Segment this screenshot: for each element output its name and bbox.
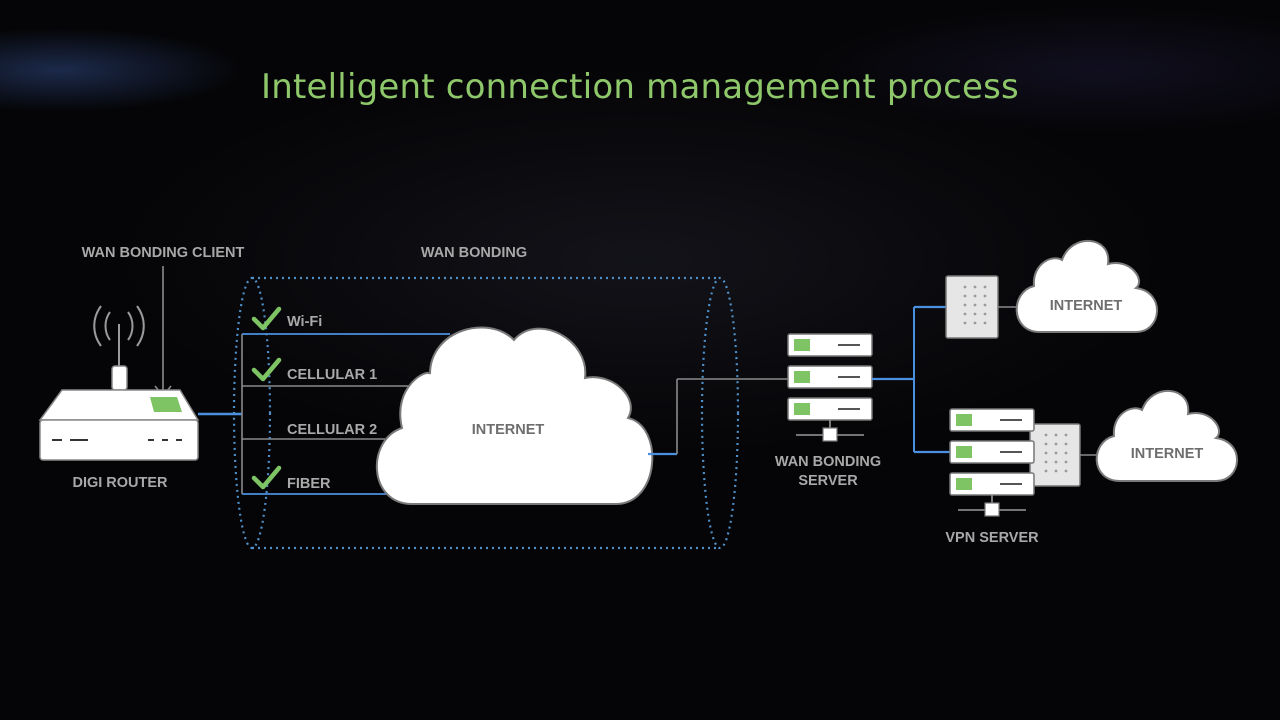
server-rack-icon: [949, 408, 1035, 517]
client-pointer-arrow: [154, 266, 172, 398]
digi-router: DIGI ROUTER: [38, 305, 200, 491]
cloud-label: INTERNET: [472, 422, 545, 438]
server-fanout-links: [872, 305, 950, 454]
wan-bonding-server-label-line2: SERVER: [798, 473, 858, 489]
connection-label: CELLULAR 1: [287, 367, 377, 383]
connection-list: Wi-Fi CELLULAR 1 CELLULAR 2 FIBER: [251, 306, 377, 492]
connection-branches: [242, 333, 450, 495]
server-rack-icon: [787, 333, 873, 442]
connection-label: FIBER: [287, 476, 331, 492]
cloud-icon: [1015, 240, 1158, 333]
wan-bonding-server: WAN BONDING SERVER: [775, 333, 881, 489]
diagram-title: Intelligent connection management proces…: [261, 67, 1019, 107]
cloud-icon: [1095, 390, 1238, 482]
vpn-server-label: VPN SERVER: [945, 530, 1039, 546]
main-internet-cloud: INTERNET: [375, 326, 654, 505]
wan-bonding-label: WAN BONDING: [421, 245, 527, 261]
wan-bonding-tunnel: [232, 276, 740, 550]
connection-item-cellular-2: CELLULAR 2: [287, 422, 377, 438]
vpn-appliance-icon: [945, 275, 999, 339]
cloud-icon: [375, 326, 654, 505]
router-icon: [38, 365, 200, 461]
wan-bonding-server-label-line1: WAN BONDING: [775, 454, 881, 470]
vpn-server: INTERNET VPN SERVER: [945, 390, 1238, 546]
cloud-egress-link: [648, 378, 788, 456]
connection-item-wifi: Wi-Fi: [251, 306, 322, 331]
top-right-branch: INTERNET: [945, 240, 1158, 339]
connection-label: CELLULAR 2: [287, 422, 377, 438]
checkmark-icon: [251, 306, 282, 331]
wan-bonding-client-label: WAN BONDING CLIENT: [82, 245, 245, 261]
connection-item-fiber: FIBER: [251, 465, 331, 492]
vpn-appliance-icon: [1029, 423, 1081, 487]
cloud-label: INTERNET: [1131, 446, 1204, 462]
checkmark-icon: [251, 357, 282, 382]
connection-label: Wi-Fi: [287, 314, 322, 330]
digi-router-label: DIGI ROUTER: [72, 475, 168, 491]
connection-item-cellular-1: CELLULAR 1: [251, 357, 377, 383]
checkmark-icon: [251, 465, 282, 490]
signal-waves-icon: [93, 305, 145, 366]
cloud-label: INTERNET: [1050, 298, 1123, 314]
